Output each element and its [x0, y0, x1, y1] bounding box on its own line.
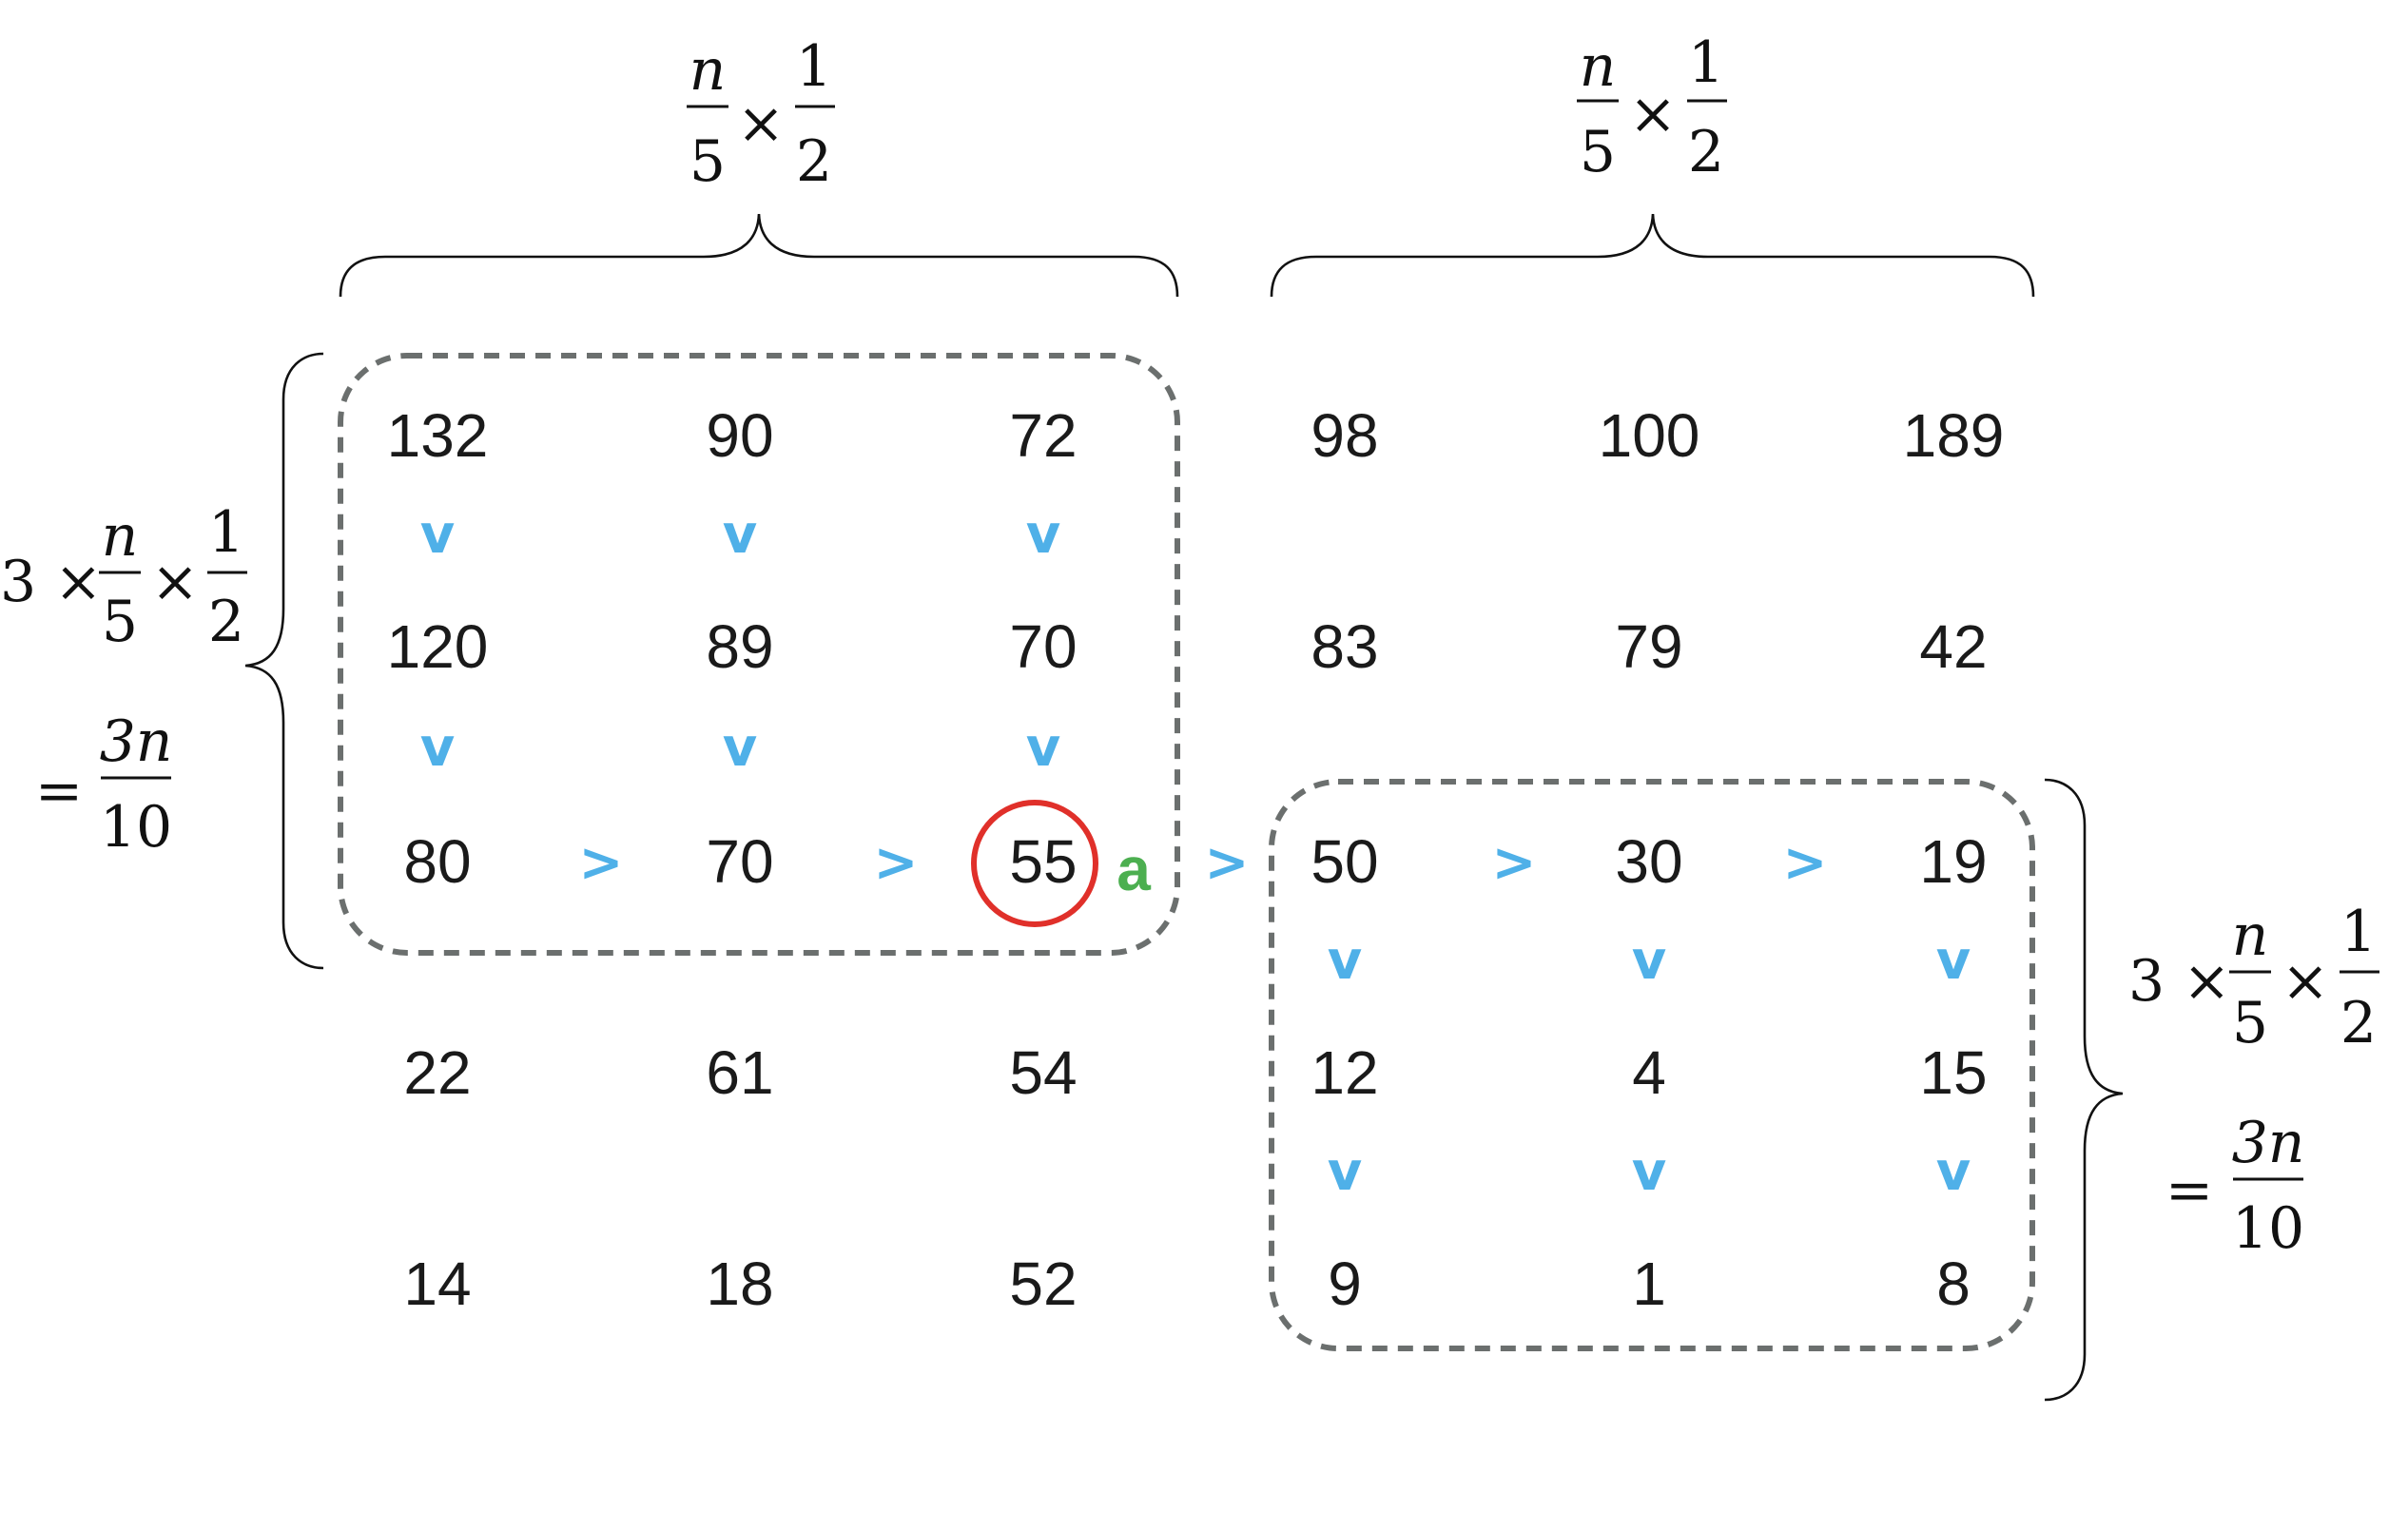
grid-cell-r4-c2: 52: [1009, 1250, 1077, 1318]
down-comparator-r3-c5: v: [1936, 1141, 1971, 1203]
top-left-brace: [339, 213, 1179, 298]
upper-left-dashed-group: [338, 353, 1180, 956]
down-comparator-r1-c1: v: [723, 717, 758, 779]
top-right-numerator-n: n: [1580, 33, 1617, 100]
lower-right-dashed-group: [1269, 779, 2035, 1351]
right-result-denominator: 10: [2232, 1195, 2304, 1262]
greater-than-comparator-4: >: [1783, 832, 1828, 894]
grid-cell-r4-c0: 14: [403, 1250, 471, 1318]
top-right-annotation: n 5 × 1 2: [1577, 29, 1727, 185]
median-highlight-circle: [971, 800, 1098, 927]
grid-cell-r1-c5: 42: [1919, 612, 1987, 681]
greater-than-comparator-2: >: [1205, 832, 1250, 894]
right-result-numerator: 3n: [2232, 1110, 2305, 1176]
top-left-annotation: n 5 × 1 2: [687, 33, 835, 195]
grid-cell-r3-c5: 15: [1919, 1038, 1987, 1107]
top-left-denominator-5: 5: [689, 128, 726, 195]
right-denominator-2: 2: [2340, 990, 2377, 1056]
down-comparator-r2-c4: v: [1632, 930, 1667, 992]
left-equals: =: [35, 758, 83, 824]
left-denominator-2: 2: [208, 589, 244, 655]
left-brace: [244, 352, 324, 970]
right-times: ×: [2282, 948, 2329, 1015]
top-right-numerator-1: 1: [1688, 29, 1724, 96]
grid-cell-r4-c1: 18: [706, 1250, 773, 1318]
left-denominator-5: 5: [102, 589, 138, 655]
right-annotation: 3 × n 5 × 1 2 = 3n 10: [2128, 899, 2379, 1262]
marker-label-a: a: [1117, 835, 1151, 903]
left-numerator-1: 1: [208, 499, 244, 566]
down-comparator-r0-c2: v: [1026, 504, 1061, 566]
left-times: ×: [151, 549, 199, 615]
down-comparator-r3-c3: v: [1328, 1141, 1363, 1203]
down-comparator-r3-c4: v: [1632, 1141, 1667, 1203]
grid-cell-r2-c4: 30: [1615, 827, 1682, 896]
down-comparator-r2-c3: v: [1328, 930, 1363, 992]
comparison-arrows: v v v v v v v v v v v v > > > > >: [420, 504, 1971, 1203]
greater-than-comparator-0: >: [579, 832, 624, 894]
grid-cell-r4-c4: 1: [1632, 1250, 1666, 1318]
grid-cell-r0-c4: 100: [1599, 401, 1700, 470]
grid-cell-r1-c4: 79: [1615, 612, 1682, 681]
grid-cell-r0-c0: 132: [387, 401, 489, 470]
left-annotation: 3 × n 5 × 1 2 = 3n 10: [0, 499, 247, 861]
grid-cell-r1-c1: 89: [706, 612, 773, 681]
grid-cell-r2-c2: 55: [1009, 827, 1077, 896]
top-right-denominator-5: 5: [1580, 119, 1616, 185]
down-comparator-r1-c2: v: [1026, 717, 1061, 779]
grid-cell-r0-c1: 90: [706, 401, 773, 470]
grid-cell-r4-c3: 9: [1328, 1250, 1362, 1318]
down-comparator-r2-c5: v: [1936, 930, 1971, 992]
grid-cell-r3-c4: 4: [1632, 1038, 1666, 1107]
right-denominator-5: 5: [2232, 990, 2268, 1056]
greater-than-comparator-1: >: [874, 832, 919, 894]
grid-cell-r4-c5: 8: [1936, 1250, 1971, 1318]
top-right-times: ×: [1629, 81, 1677, 147]
grid-cell-r3-c1: 61: [706, 1038, 773, 1107]
grid-cell-r3-c3: 12: [1311, 1038, 1378, 1107]
right-prefix: 3 ×: [2128, 948, 2231, 1015]
right-numerator-1: 1: [2340, 899, 2377, 965]
top-left-numerator-1: 1: [796, 33, 832, 100]
top-left-times: ×: [737, 90, 785, 157]
grid-cell-r3-c0: 22: [403, 1038, 471, 1107]
top-right-brace: [1270, 213, 2035, 298]
grid-cell-r2-c5: 19: [1919, 827, 1987, 896]
grid-cell-r0-c2: 72: [1009, 401, 1077, 470]
grid-cell-r1-c3: 83: [1311, 612, 1378, 681]
down-comparator-r0-c0: v: [420, 504, 456, 566]
grid-cell-r3-c2: 54: [1009, 1038, 1077, 1107]
grid-cell-r2-c0: 80: [403, 827, 471, 896]
grid-cell-r2-c3: 50: [1311, 827, 1378, 896]
left-numerator-n: n: [102, 503, 139, 570]
left-prefix: 3 ×: [0, 549, 103, 615]
grid-cell-r2-c1: 70: [706, 827, 773, 896]
left-result-denominator: 10: [100, 794, 172, 861]
top-left-numerator-n: n: [689, 37, 727, 104]
left-result-numerator: 3n: [100, 708, 173, 775]
right-equals: =: [2165, 1157, 2213, 1224]
right-brace: [2044, 778, 2124, 1402]
grid-cell-r1-c2: 70: [1009, 612, 1077, 681]
right-numerator-n: n: [2232, 902, 2269, 969]
down-comparator-r1-c0: v: [420, 717, 456, 779]
top-right-denominator-2: 2: [1688, 119, 1724, 185]
down-comparator-r0-c1: v: [723, 504, 758, 566]
grid-cell-r0-c3: 98: [1311, 401, 1378, 470]
greater-than-comparator-3: >: [1492, 832, 1537, 894]
grid-cell-r0-c5: 189: [1903, 401, 2005, 470]
grid-cell-r1-c0: 120: [387, 612, 489, 681]
top-left-denominator-2: 2: [796, 128, 832, 195]
